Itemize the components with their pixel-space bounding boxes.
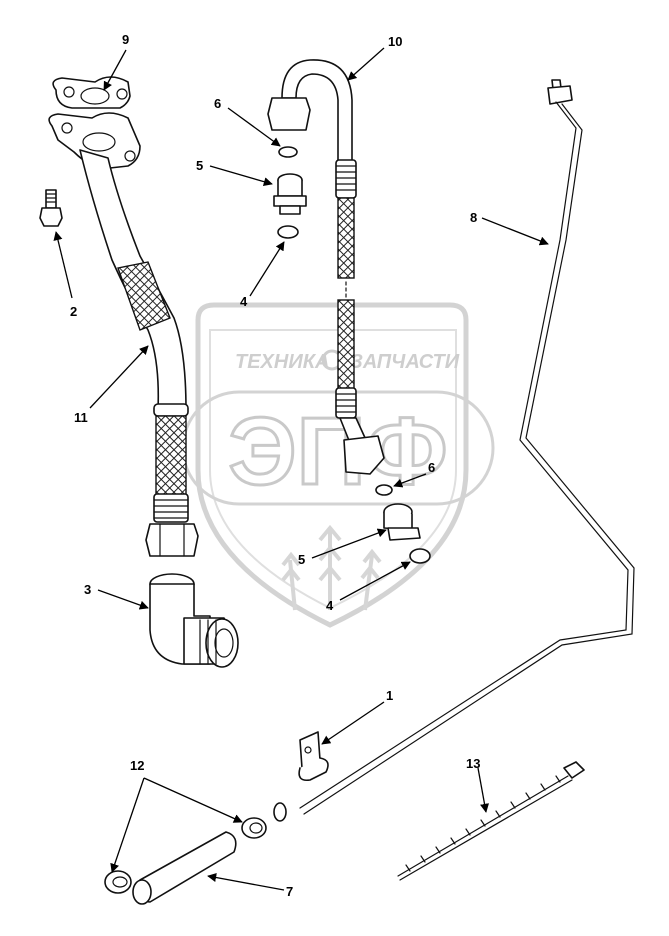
seal-part-6-upper	[278, 146, 298, 158]
cable-tie-part-13	[397, 761, 585, 881]
callout-4a: 4	[240, 294, 248, 309]
callout-11: 11	[74, 410, 88, 425]
tube-part-11	[79, 149, 199, 557]
leader-13	[477, 767, 490, 813]
clip-part-1	[298, 731, 329, 782]
leader-12a	[143, 777, 243, 823]
callout-3: 3	[84, 582, 91, 597]
seal-part-6-lower	[375, 484, 393, 496]
hose-part-7	[132, 831, 237, 905]
leader-2	[53, 231, 73, 299]
leader-1	[321, 701, 385, 745]
leader-7	[207, 873, 285, 891]
callout-1: 1	[386, 688, 393, 703]
callout-6b: 6	[428, 460, 435, 475]
bolt-part-2	[39, 189, 63, 227]
clamp-part-12-lower	[104, 870, 132, 894]
leader-10	[347, 47, 385, 81]
leader-5b	[311, 528, 387, 559]
callout-13: 13	[466, 756, 480, 771]
gasket-part-9	[48, 76, 141, 169]
leader-4b	[339, 561, 411, 601]
leader-6a	[227, 107, 281, 147]
callout-numbers: 9 10 6 5 4 2 11 8 6 5 4 3 1 13 12 7	[70, 32, 480, 899]
adapter-part-5-lower	[383, 503, 421, 541]
leader-9	[103, 49, 127, 91]
callout-10: 10	[388, 34, 402, 49]
pipe-part-8	[273, 79, 635, 822]
leader-3	[97, 589, 149, 610]
leader-6b	[393, 473, 427, 488]
callout-5b: 5	[298, 552, 305, 567]
leader-5a	[209, 165, 273, 187]
watermark-wheat-icon	[281, 524, 382, 611]
callout-2: 2	[70, 304, 77, 319]
watermark-shield	[195, 302, 469, 628]
leader-11	[89, 345, 149, 409]
callout-9: 9	[122, 32, 129, 47]
callout-4b: 4	[326, 598, 334, 613]
watermark: ТЕХНИКА ЗАПЧАСТИ ЭПФ	[181, 302, 495, 628]
leader-lines	[53, 47, 549, 891]
hose-part-10	[267, 59, 385, 475]
callout-7: 7	[286, 884, 293, 899]
watermark-text-left: ТЕХНИКА	[235, 351, 329, 373]
seal-part-4-upper	[277, 225, 299, 239]
callout-5a: 5	[196, 158, 203, 173]
watermark-text-right: ЗАПЧАСТИ	[350, 351, 460, 373]
leader-4a	[249, 241, 285, 297]
clamp-part-12-upper	[241, 817, 267, 839]
leader-8	[481, 217, 549, 246]
elbow-part-3	[149, 573, 239, 668]
adapter-part-5-upper	[273, 173, 307, 215]
callout-6a: 6	[214, 96, 221, 111]
seal-part-4-lower	[409, 548, 431, 564]
leader-12b	[110, 777, 145, 873]
callout-8: 8	[470, 210, 477, 225]
callout-12: 12	[130, 758, 144, 773]
